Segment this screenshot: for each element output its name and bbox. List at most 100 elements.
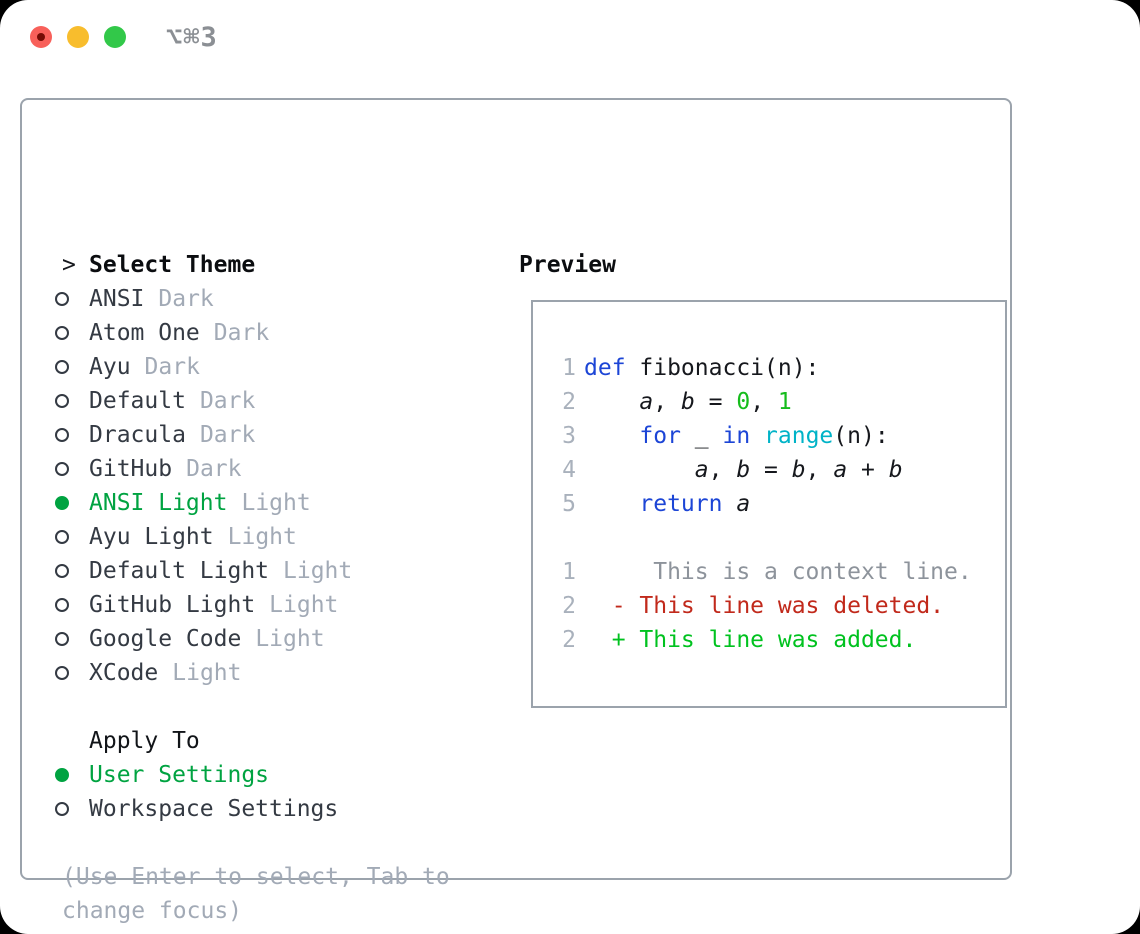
code-line: 3 for _ in range(n): xyxy=(541,419,1005,453)
radio-icon xyxy=(55,326,89,340)
theme-name: ANSI xyxy=(89,286,145,312)
line-number: 2 xyxy=(562,593,576,619)
code-token: , xyxy=(805,457,834,483)
code-token: b xyxy=(736,457,751,483)
code-token: a xyxy=(833,457,848,483)
radio-selected-icon xyxy=(55,768,89,782)
theme-variant-tag: Dark xyxy=(186,456,242,482)
theme-name: ANSI Light xyxy=(89,490,228,516)
line-number: 2 xyxy=(562,389,576,415)
code-text: - This line was deleted. xyxy=(584,589,944,623)
apply-to-header: Apply To xyxy=(55,724,515,758)
radio-icon xyxy=(55,530,89,544)
code-line: 2 - This line was deleted. xyxy=(541,589,1005,623)
code-token: , xyxy=(653,389,681,415)
code-line: 2 a, b = 0, 1 xyxy=(541,385,1005,419)
code-token: b xyxy=(791,457,806,483)
code-text: a, b = 0, 1 xyxy=(584,385,792,419)
code-token: in xyxy=(722,423,751,449)
apply-to-title: Apply To xyxy=(89,728,200,754)
line-number: 1 xyxy=(562,355,576,381)
code-line: 4 a, b = b, a + b xyxy=(541,453,1005,487)
code-token: , xyxy=(708,457,737,483)
code-line: 1 def fibonacci(n): xyxy=(541,351,1005,385)
code-token: _ xyxy=(680,423,723,449)
code-token: range xyxy=(764,423,834,449)
theme-option-dracula[interactable]: Dracula Dark xyxy=(55,418,515,452)
minimize-button[interactable] xyxy=(67,26,89,48)
code-token: return xyxy=(639,491,723,517)
line-number xyxy=(541,521,576,555)
theme-option-xcode[interactable]: XCode Light xyxy=(55,656,515,690)
code-token: b xyxy=(680,389,695,415)
close-button[interactable] xyxy=(30,26,52,48)
radio-icon xyxy=(55,598,89,612)
code-text: for _ in range(n): xyxy=(584,419,889,453)
theme-variant-tag: Light xyxy=(227,524,297,550)
radio-icon xyxy=(55,462,89,476)
radio-icon xyxy=(55,666,89,680)
theme-name: GitHub Light xyxy=(89,592,256,618)
theme-name: Dracula xyxy=(89,422,186,448)
radio-icon xyxy=(55,428,89,442)
theme-variant-tag: Light xyxy=(283,558,353,584)
theme-name: XCode xyxy=(89,660,159,686)
code-line: 2 + This line was added. xyxy=(541,623,1005,657)
code-token xyxy=(584,457,695,483)
code-token: (n): xyxy=(833,423,889,449)
select-theme-header: > Select Theme xyxy=(55,248,515,282)
theme-variant-tag: Light xyxy=(241,490,311,516)
line-number: 5 xyxy=(562,491,576,517)
spacer xyxy=(55,690,515,724)
theme-variant-tag: Light xyxy=(172,660,242,686)
theme-option-ansi-light[interactable]: ANSI Light Light xyxy=(55,486,515,520)
code-token: - This line was deleted. xyxy=(584,593,945,619)
code-token: + This line was added. xyxy=(584,627,917,653)
radio-selected-icon xyxy=(55,496,89,510)
code-token: 1 xyxy=(777,389,792,415)
code-text: def fibonacci(n): xyxy=(584,351,819,385)
theme-variant-tag: Dark xyxy=(213,320,270,346)
code-token xyxy=(584,389,639,415)
code-token: def xyxy=(584,355,640,381)
code-text: return a xyxy=(584,487,750,521)
theme-option-google-code[interactable]: Google Code Light xyxy=(55,622,515,656)
code-token: = xyxy=(694,389,737,415)
radio-icon xyxy=(55,360,89,374)
code-token: b xyxy=(888,457,903,483)
theme-name: Google Code xyxy=(89,626,242,652)
apply-to-option-label: Workspace Settings xyxy=(89,796,339,822)
theme-variant-tag: Light xyxy=(255,626,325,652)
code-text: + This line was added. xyxy=(584,623,917,657)
theme-variant-tag: Dark xyxy=(199,422,256,448)
code-token: + xyxy=(847,457,889,483)
radio-icon xyxy=(55,292,89,306)
window-controls xyxy=(30,26,126,48)
code-line xyxy=(541,521,1005,555)
theme-name: Default Light xyxy=(89,558,270,584)
radio-icon xyxy=(55,394,89,408)
help-text: (Use Enter to select, Tab to change focu… xyxy=(62,864,450,924)
code-text: a, b = b, a + b xyxy=(584,453,903,487)
code-token: fibonacci(n): xyxy=(639,355,820,381)
code-token: = xyxy=(750,457,792,483)
zoom-button[interactable] xyxy=(104,26,126,48)
theme-option-default-light[interactable]: Default Light Light xyxy=(55,554,515,588)
code-token: for xyxy=(639,423,681,449)
apply-to-option-user-settings[interactable]: User Settings xyxy=(55,758,515,792)
apply-to-option-workspace-settings[interactable]: Workspace Settings xyxy=(55,792,515,826)
code-token: , xyxy=(750,389,778,415)
line-number: 2 xyxy=(562,627,576,653)
